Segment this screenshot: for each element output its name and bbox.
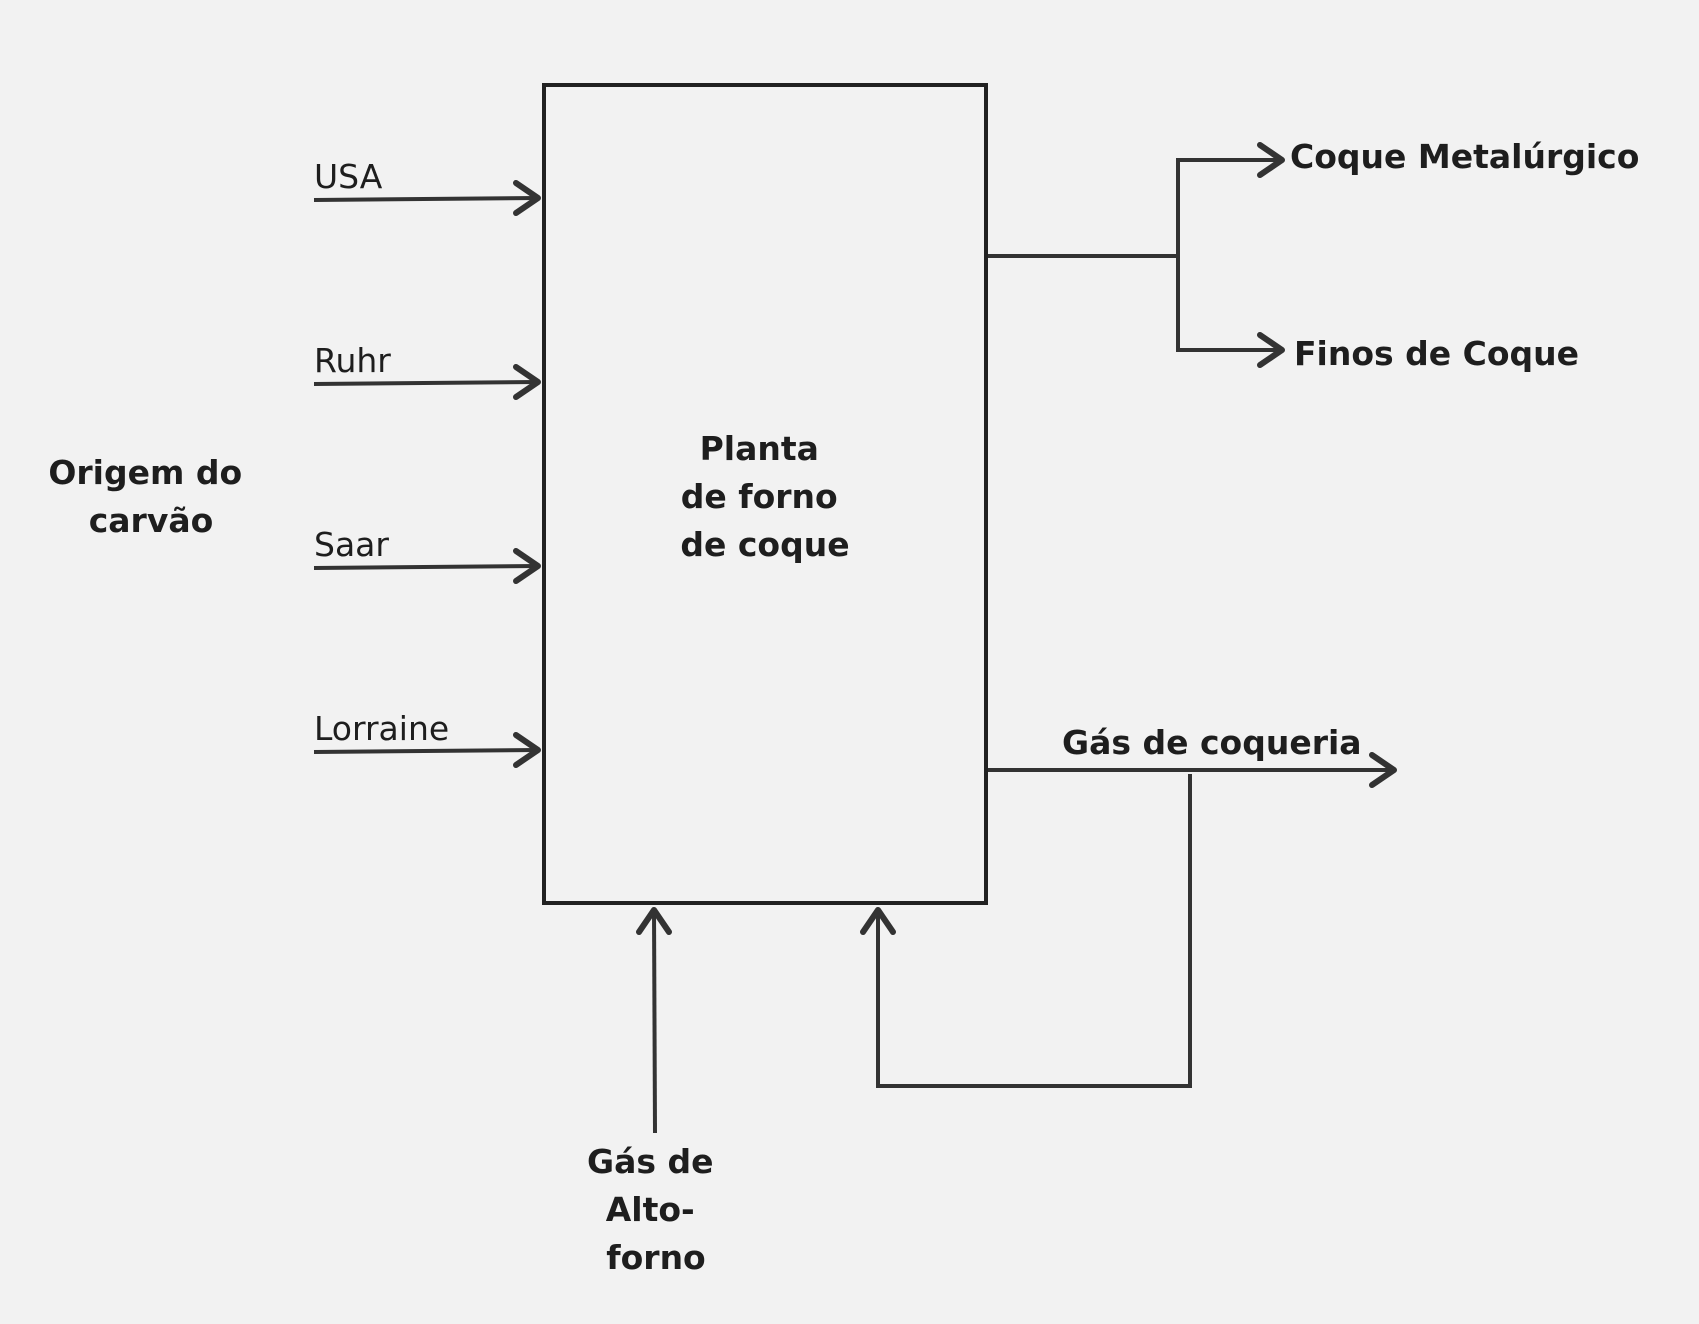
- coke-oven-plant-box[interactable]: [542, 83, 988, 905]
- coke-oven-plant-label-line3: de coque: [680, 525, 849, 564]
- blast-furnace-gas-label-line3: forno: [606, 1238, 705, 1277]
- input-arrow-lorraine[interactable]: Lorraine: [313, 709, 541, 768]
- input-label-ruhr: Ruhr: [314, 341, 391, 380]
- input-label-lorraine: Lorraine: [314, 709, 449, 748]
- blast-furnace-gas-input-arrow[interactable]: [636, 907, 672, 1134]
- coal-origin-label-line2: carvão: [89, 501, 214, 540]
- coke-oven-plant-label: Planta de forno de coque: [680, 429, 849, 564]
- input-arrow-saar[interactable]: Saar: [313, 525, 541, 584]
- blast-furnace-gas-label-line2: Alto-: [606, 1190, 695, 1229]
- blast-furnace-gas-label: Gás de Alto- forno: [587, 1142, 725, 1277]
- coke-oven-plant-label-line1: Planta: [700, 429, 819, 468]
- input-arrow-usa[interactable]: USA: [313, 157, 541, 216]
- input-label-usa: USA: [314, 157, 383, 196]
- coke-oven-gas-recycle-loop[interactable]: [860, 774, 1192, 1088]
- coal-origin-label: Origem do carvão: [48, 453, 253, 540]
- input-arrow-ruhr[interactable]: Ruhr: [313, 341, 541, 400]
- coke-output-branch[interactable]: [988, 142, 1285, 368]
- output-label-metallurgical-coke: Coque Metalúrgico: [1290, 137, 1639, 176]
- coke-oven-gas-output-arrow[interactable]: [988, 752, 1397, 788]
- output-label-coke-oven-gas: Gás de coqueria: [1062, 723, 1362, 762]
- output-label-coke-fines: Finos de Coque: [1294, 334, 1579, 373]
- input-label-saar: Saar: [314, 525, 389, 564]
- blast-furnace-gas-label-line1: Gás de: [587, 1142, 714, 1181]
- coal-origin-label-line1: Origem do: [48, 453, 242, 492]
- coke-oven-plant-label-line2: de forno: [681, 477, 838, 516]
